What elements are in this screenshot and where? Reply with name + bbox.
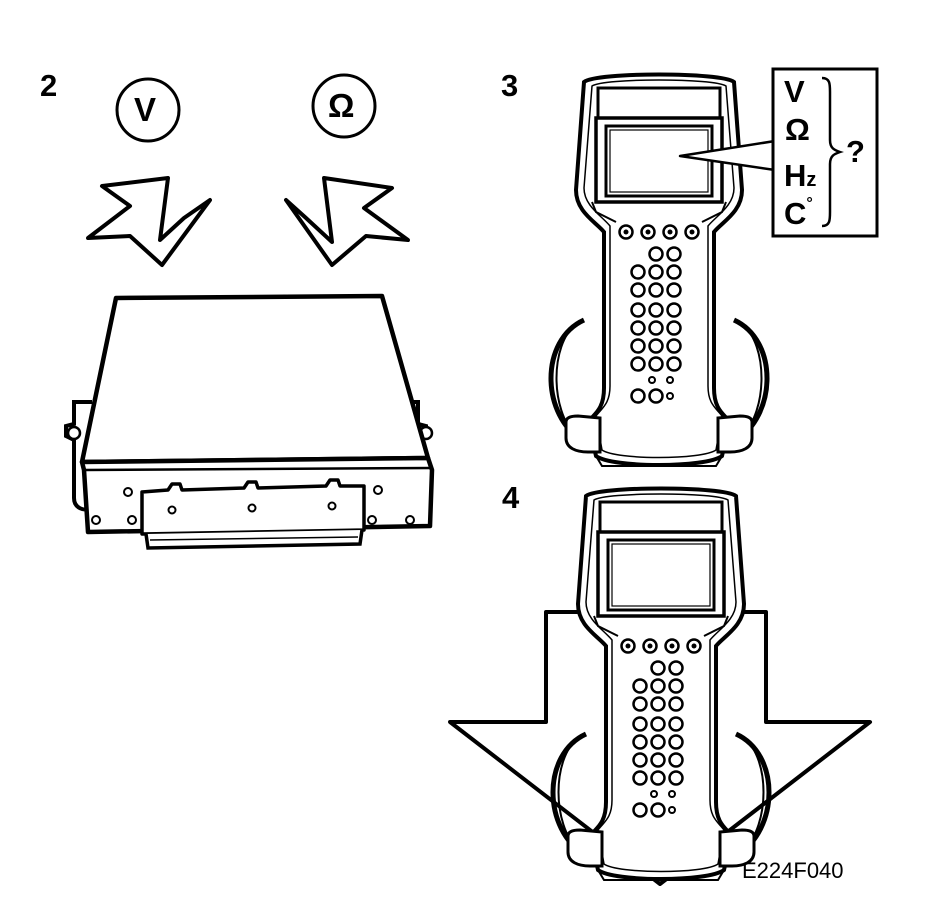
measure-hz: Hz — [784, 160, 816, 191]
figure-code: E224F040 — [742, 858, 844, 883]
voltage-symbol-circle — [115, 77, 181, 143]
step-2-label: 2 — [40, 68, 58, 103]
brace — [821, 76, 844, 228]
voltage-symbol: V — [134, 91, 157, 128]
measure-temp-degree: ° — [806, 195, 813, 212]
scan-tool-upper — [551, 75, 767, 467]
left-arrow — [86, 176, 212, 267]
step-3-label: 3 — [501, 68, 519, 103]
measure-hz-main: H — [784, 158, 807, 193]
measure-volt: V — [784, 74, 805, 109]
resistance-symbol: Ω — [328, 87, 355, 124]
resistance-symbol-circle — [311, 73, 377, 139]
measure-temp-main: C — [784, 196, 807, 231]
question-mark: ? — [846, 134, 865, 169]
right-arrow — [284, 176, 410, 267]
measurement-box — [771, 67, 879, 238]
measure-ohm: Ω — [785, 112, 810, 147]
measure-hz-sub: z — [806, 169, 817, 191]
control-module — [64, 293, 435, 550]
measure-temp: C° — [784, 195, 813, 231]
step-4-label: 4 — [502, 480, 520, 515]
